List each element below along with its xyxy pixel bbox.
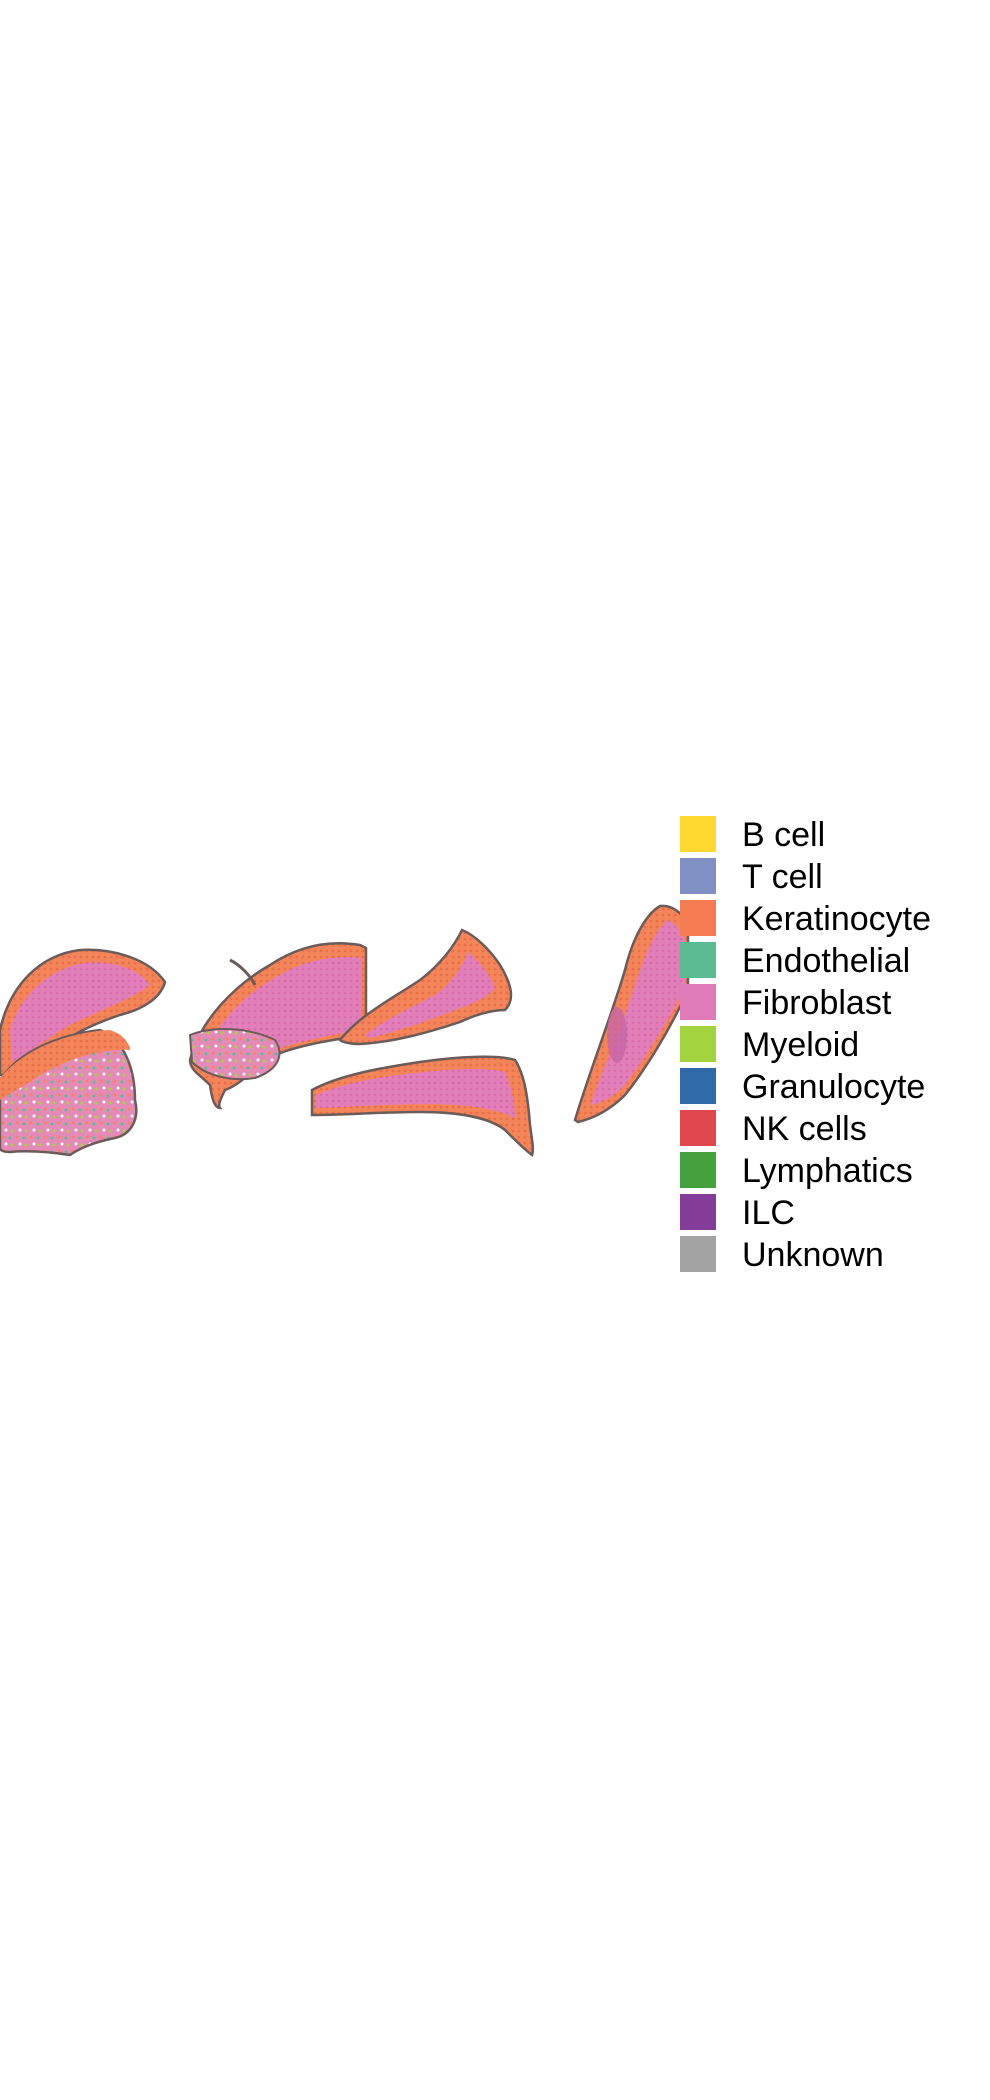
legend-item: Granulocyte bbox=[680, 1066, 980, 1108]
legend-swatch bbox=[680, 1236, 716, 1272]
legend-swatch bbox=[680, 984, 716, 1020]
legend-label: B cell bbox=[742, 816, 826, 854]
legend-item: Lymphatics bbox=[680, 1150, 980, 1192]
legend-label: ILC bbox=[742, 1194, 795, 1232]
legend-swatch bbox=[680, 1152, 716, 1188]
tissue-section-3 bbox=[338, 928, 513, 1046]
tissue-section-5 bbox=[573, 904, 690, 1124]
tissue-section-4 bbox=[310, 1055, 535, 1157]
legend-swatch bbox=[680, 942, 716, 978]
legend-label: Endothelial bbox=[742, 942, 911, 980]
legend-label: T cell bbox=[742, 858, 823, 896]
legend-label: Myeloid bbox=[742, 1026, 860, 1064]
legend-item: Fibroblast bbox=[680, 982, 980, 1024]
legend-label: Lymphatics bbox=[742, 1152, 913, 1190]
legend-item: Keratinocyte bbox=[680, 898, 980, 940]
legend-swatch bbox=[680, 858, 716, 894]
legend-item: Myeloid bbox=[680, 1024, 980, 1066]
legend-swatch bbox=[680, 900, 716, 936]
legend-item: ILC bbox=[680, 1192, 980, 1234]
legend-item: B cell bbox=[680, 814, 980, 856]
legend-swatch bbox=[680, 1026, 716, 1062]
legend-item: Endothelial bbox=[680, 940, 980, 982]
legend-swatch bbox=[680, 1068, 716, 1104]
tissue-section-2 bbox=[188, 941, 368, 1110]
legend-item: T cell bbox=[680, 856, 980, 898]
legend-label: Granulocyte bbox=[742, 1068, 926, 1106]
legend-label: Keratinocyte bbox=[742, 900, 931, 938]
legend-label: Fibroblast bbox=[742, 984, 892, 1022]
legend-swatch bbox=[680, 816, 716, 852]
legend-item: Unknown bbox=[680, 1234, 980, 1276]
legend-swatch bbox=[680, 1194, 716, 1230]
legend-swatch bbox=[680, 1110, 716, 1146]
legend-item: NK cells bbox=[680, 1108, 980, 1150]
legend-label: NK cells bbox=[742, 1110, 867, 1148]
legend-label: Unknown bbox=[742, 1236, 884, 1274]
tissue-section-1 bbox=[0, 948, 167, 1157]
